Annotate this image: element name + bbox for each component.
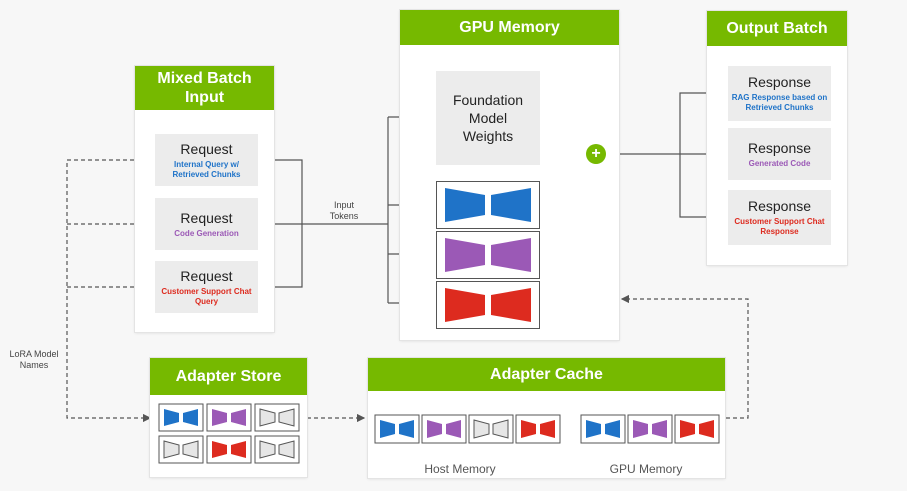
store-adapter-empty [163,408,295,459]
request-detail: Internal Query w/ Retrieved Chunks [172,159,241,179]
adapter-purple-icon [445,238,531,272]
adapter-store-title: Adapter Store [150,358,307,395]
input-tokens-label: Input Tokens [329,200,359,221]
request-label: Request [180,209,233,226]
request-detail: Customer Support Chat Query [161,286,252,306]
request-label: Request [180,267,233,284]
adapter-slot-purple [436,231,540,279]
plus-icon: + [586,144,606,164]
adapter-blue-icon [445,188,531,222]
lora-model-names-label: LoRA Model Names [9,349,59,370]
host-memory-adapters [374,414,562,446]
response-detail: Generated Code [748,158,811,168]
output-batch-title: Output Batch [707,11,847,46]
response-detail: Customer Support Chat Response [734,217,825,236]
response-card-code: Response Generated Code [728,128,831,180]
store-adapter-purple [212,409,246,426]
response-card-support: Response Customer Support Chat Response [728,190,831,245]
store-adapter-blue [164,409,198,426]
response-detail: RAG Response based on Retrieved Chunks [731,93,828,112]
request-card-code: Request Code Generation [155,198,258,250]
adapter-store-icons [158,403,300,464]
adapter-slot-red [436,281,540,329]
host-memory-label: Host Memory [424,462,496,476]
gpu-memory-label: GPU Memory [609,462,683,476]
request-detail: Code Generation [174,228,239,238]
adapter-slot-blue [436,181,540,229]
gpu-memory-title: GPU Memory [400,10,619,45]
store-adapter-red [212,441,246,458]
adapter-red-icon [445,288,531,322]
response-label: Response [747,74,812,90]
adapter-store-grid [158,403,300,465]
mixed-batch-title: Mixed Batch Input [135,66,274,110]
response-label: Response [747,198,812,214]
host-memory-icons [374,414,561,444]
foundation-model-weights: Foundation Model Weights [436,71,540,165]
adapter-cache-title: Adapter Cache [368,358,725,391]
response-card-rag: Response RAG Response based on Retrieved… [728,66,831,121]
request-card-support: Request Customer Support Chat Query [155,261,258,313]
request-label: Request [180,140,233,157]
request-card-rag: Request Internal Query w/ Retrieved Chun… [155,134,258,186]
gpu-memory-cache-icons [580,414,720,444]
response-label: Response [747,139,812,156]
gpu-memory-adapters [580,414,720,446]
